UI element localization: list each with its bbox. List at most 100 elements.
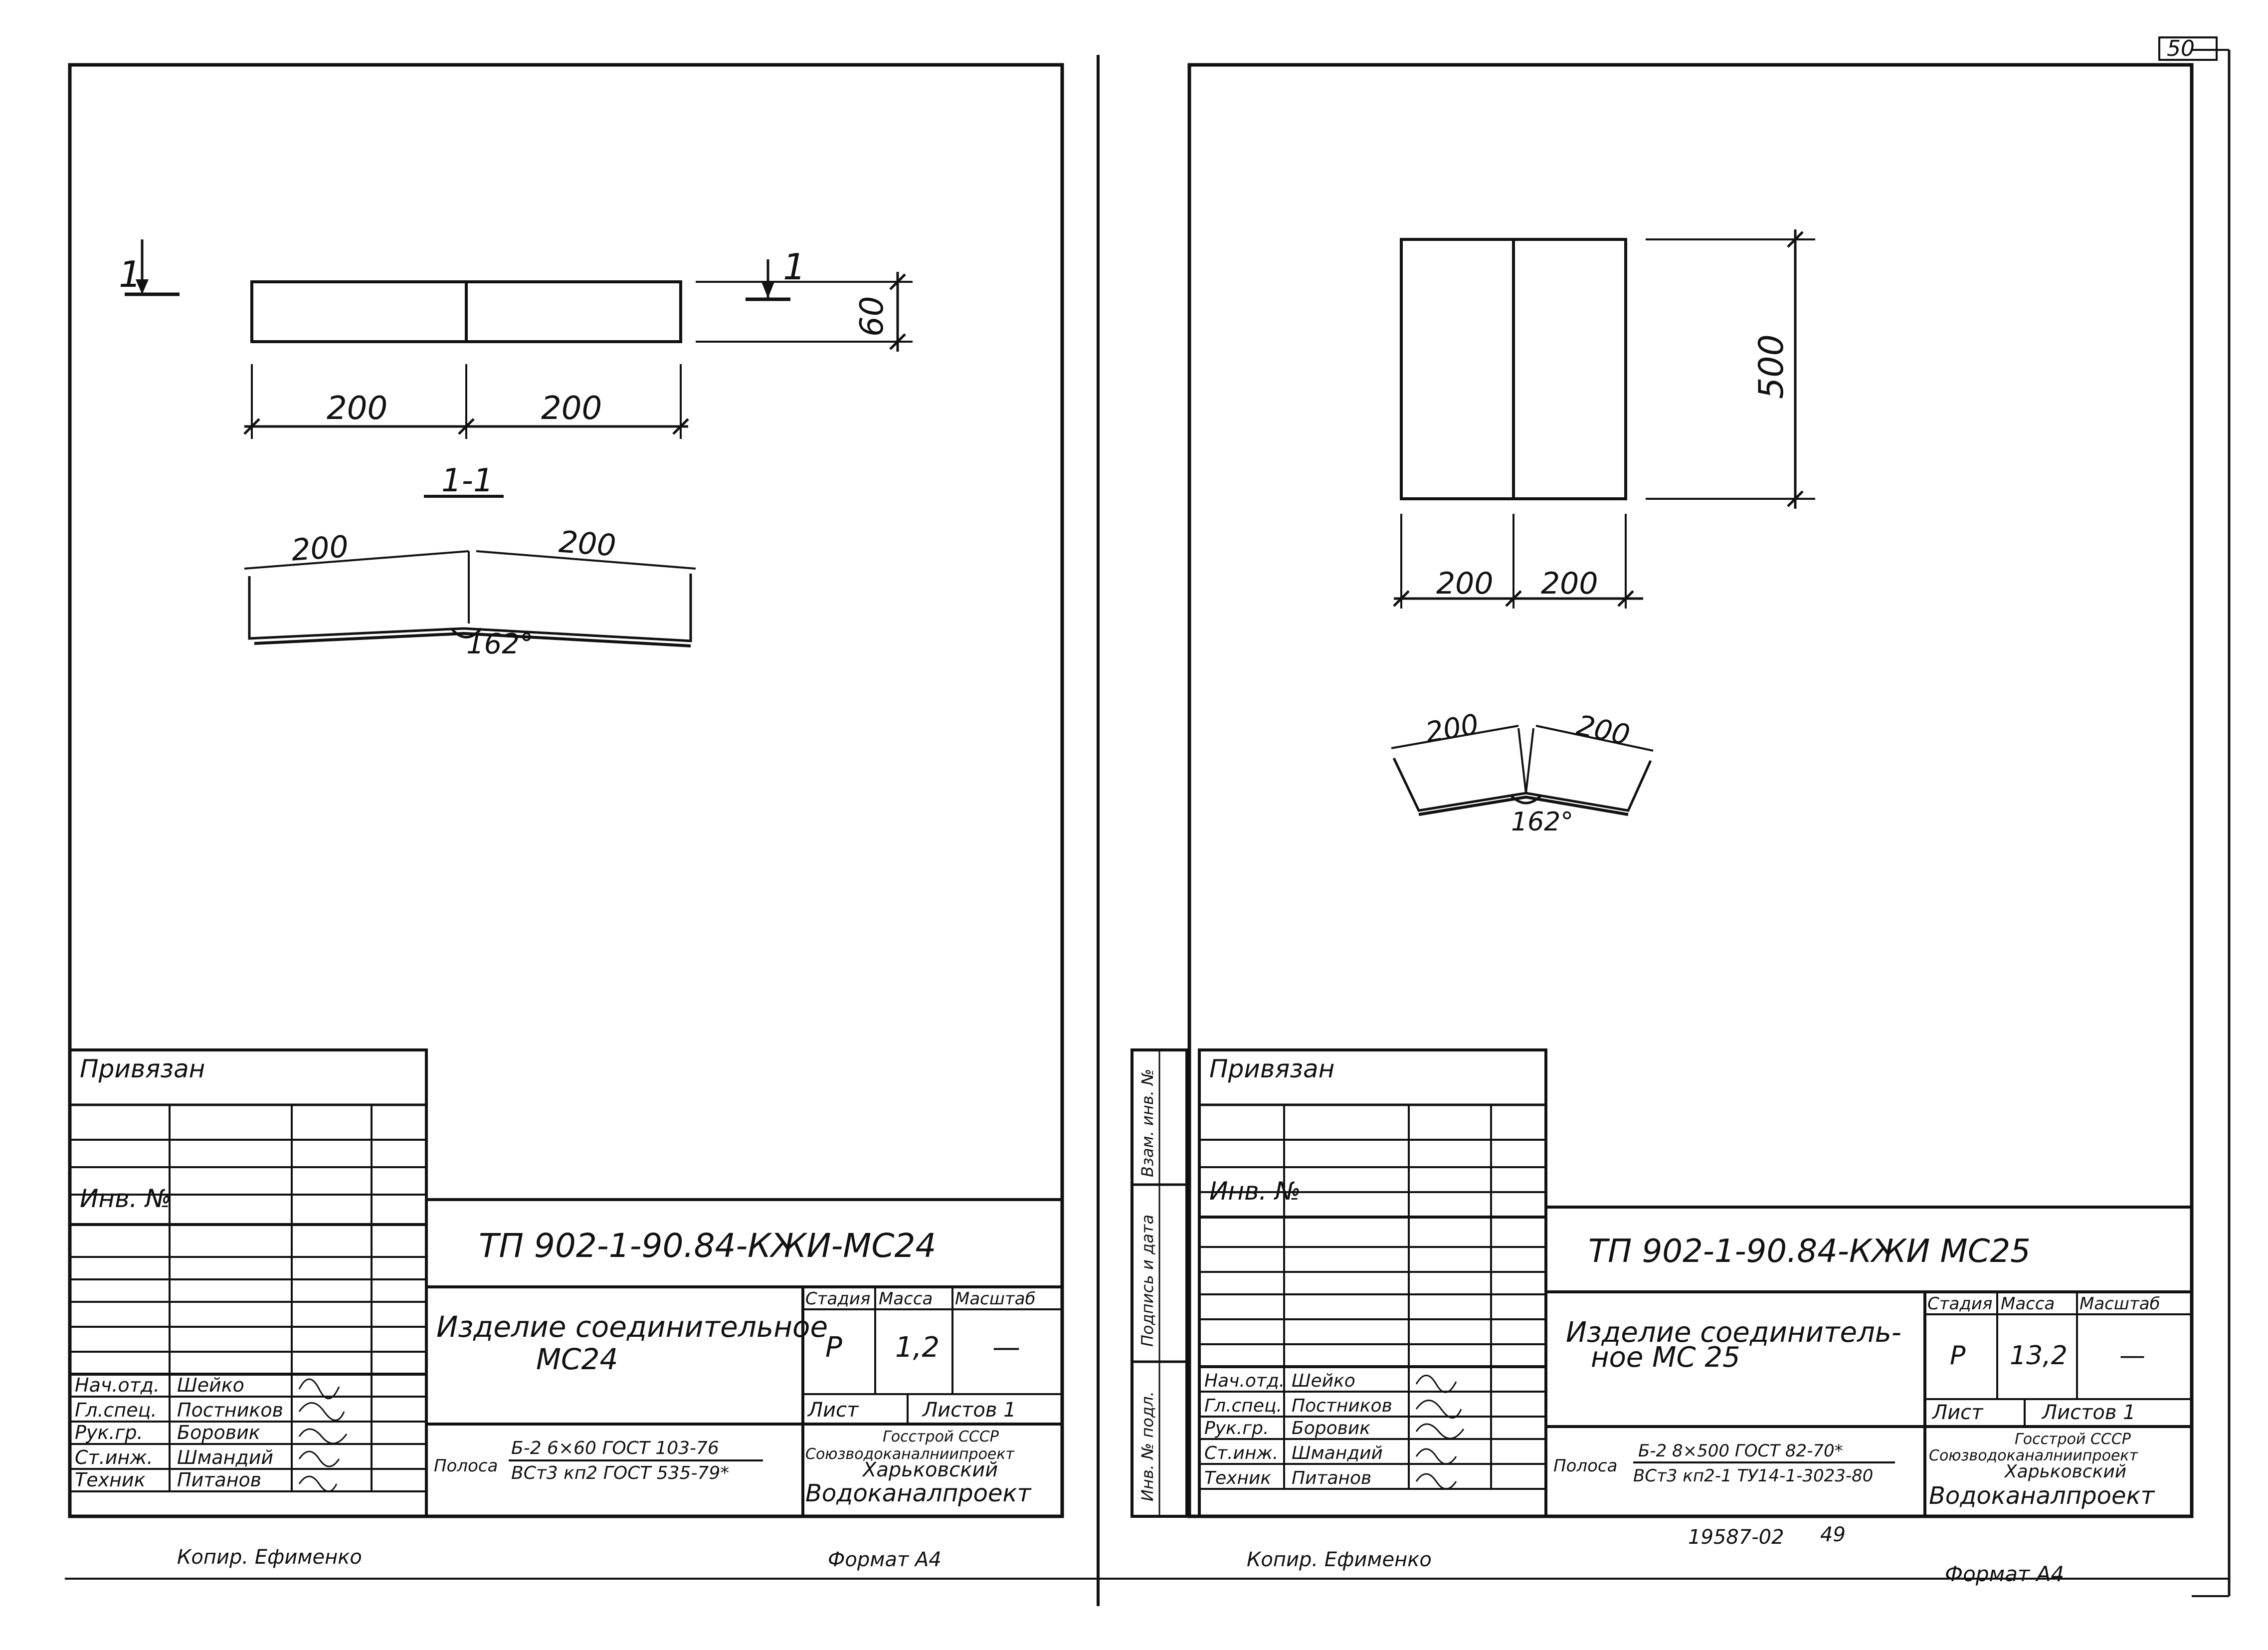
right-side-stamp-1: Взам. инв. № bbox=[1138, 1069, 1157, 1177]
archive-number: 19587-02 bbox=[1688, 1526, 1784, 1549]
left-stage: Р bbox=[825, 1331, 842, 1364]
right-code: ТП 902-1-90.84-КЖИ МС25 bbox=[1588, 1233, 2031, 1270]
left-org-line3: Харьковский bbox=[862, 1458, 998, 1481]
right-stage-header: Стадия bbox=[1927, 1294, 1992, 1314]
right-staff-name: Шмандий bbox=[1292, 1443, 1383, 1463]
left-bent-dim-left: 200 bbox=[290, 529, 350, 568]
right-staff-name: Шейко bbox=[1292, 1371, 1355, 1391]
right-staff-role: Нач.отд. bbox=[1204, 1371, 1285, 1391]
left-dim-right: 200 bbox=[541, 390, 602, 427]
right-org-line2: Союзводоканалниипроект bbox=[1929, 1447, 2139, 1464]
left-strip-plan: 1 60 200 200 bbox=[243, 246, 913, 439]
left-staff-name: Постников bbox=[177, 1399, 283, 1421]
right-binding-block: Привязан Инв. № Нач.отд. Шейко Гл.спец. … bbox=[1198, 1048, 1547, 1518]
right-staff-name: Постников bbox=[1292, 1396, 1392, 1416]
left-org-line1: Госстрой СССР bbox=[883, 1428, 999, 1445]
right-staff-role: Ст.инж. bbox=[1204, 1443, 1278, 1463]
right-org-line4: Водоканалпроект bbox=[1929, 1482, 2155, 1510]
left-title-line2: МС24 bbox=[536, 1342, 618, 1376]
left-section-mark: 1 bbox=[119, 239, 180, 296]
right-signatures bbox=[1415, 1375, 1465, 1490]
left-org-line4: Водоканалпроект bbox=[805, 1479, 1032, 1507]
left-staff-list: Нач.отд. Шейко Гл.спец. Постников Рук.гр… bbox=[75, 1374, 283, 1491]
right-staff-list: Нач.отд. Шейко Гл.спец. Постников Рук.гр… bbox=[1204, 1371, 1392, 1488]
left-staff-name: Питанов bbox=[177, 1469, 261, 1491]
right-bent-dim-left: 200 bbox=[1423, 708, 1482, 750]
right-material-top: Б-2 8×500 ГОСТ 82-70* bbox=[1638, 1441, 1843, 1461]
right-title-block: ТП 902-1-90.84-КЖИ МС25 Изделие соединит… bbox=[1544, 1206, 2193, 1518]
left-section-mark-label: 1 bbox=[119, 253, 142, 295]
left-code: ТП 902-1-90.84-КЖИ-МС24 bbox=[479, 1227, 936, 1265]
right-staff-role: Техник bbox=[1204, 1468, 1271, 1488]
left-section-title: 1-1 bbox=[441, 462, 494, 499]
left-staff-role: Гл.спец. bbox=[75, 1399, 157, 1421]
right-stage: Р bbox=[1950, 1341, 1966, 1371]
right-scale-header: Масштаб bbox=[2079, 1294, 2160, 1314]
left-title-line1: Изделие соединительное bbox=[436, 1310, 828, 1344]
right-dim-right: 200 bbox=[1541, 566, 1598, 601]
left-staff-name: Боровик bbox=[177, 1422, 260, 1444]
right-sheet-label: Лист bbox=[1931, 1401, 1984, 1424]
sheet-number: 50 bbox=[2167, 36, 2195, 61]
archive-page: 49 bbox=[1820, 1523, 1846, 1546]
right-copied-by: Копир. Ефименко bbox=[1247, 1548, 1432, 1571]
right-side-stamp-3: Инв. № подл. bbox=[1138, 1391, 1157, 1501]
right-bent-dim-right: 200 bbox=[1574, 709, 1633, 752]
left-mass-header: Масса bbox=[879, 1289, 933, 1309]
right-dim-left: 200 bbox=[1436, 566, 1494, 601]
left-sheets-label: Листов 1 bbox=[922, 1399, 1016, 1422]
right-angle: 162° bbox=[1511, 807, 1573, 837]
left-staff-name: Шейко bbox=[177, 1374, 244, 1396]
right-bound-label: Привязан bbox=[1209, 1054, 1334, 1083]
right-staff-name: Питанов bbox=[1292, 1468, 1371, 1488]
right-side-stamp-2: Подпись и дата bbox=[1138, 1215, 1157, 1347]
left-sheet-label: Лист bbox=[807, 1399, 859, 1422]
left-staff-name: Шмандий bbox=[177, 1446, 273, 1468]
left-bound-label: Привязан bbox=[80, 1054, 205, 1083]
right-staff-role: Рук.гр. bbox=[1204, 1418, 1269, 1439]
right-strip-plan: 500 200 200 bbox=[1393, 229, 1815, 609]
left-scale-header: Масштаб bbox=[955, 1289, 1036, 1309]
right-mass: 13,2 bbox=[2010, 1341, 2068, 1371]
right-org-line3: Харьковский bbox=[2004, 1461, 2126, 1482]
right-material-prefix: Полоса bbox=[1553, 1456, 1617, 1476]
right-title-line2: ное МС 25 bbox=[1591, 1341, 1740, 1374]
left-scale: — bbox=[992, 1331, 1020, 1364]
left-dim-left: 200 bbox=[327, 390, 387, 427]
right-dim-height: 500 bbox=[1752, 334, 1791, 399]
right-staff-name: Боровик bbox=[1292, 1418, 1370, 1439]
right-sheets-label: Листов 1 bbox=[2041, 1401, 2136, 1424]
left-section-1-1: 1-1 200 200 162° bbox=[244, 462, 696, 660]
right-title-line1: Изделие соединитель- bbox=[1566, 1316, 1901, 1349]
left-mass: 1,2 bbox=[895, 1331, 940, 1364]
left-binding-block: Привязан Инв. № Нач.отд. Шейко Гл.спец. … bbox=[68, 1048, 428, 1518]
left-staff-role: Ст.инж. bbox=[75, 1446, 153, 1468]
left-staff-role: Рук.гр. bbox=[75, 1422, 143, 1444]
right-sheet: 50 500 200 200 bbox=[1131, 36, 2231, 1597]
left-material-prefix: Полоса bbox=[434, 1456, 498, 1476]
right-scale: — bbox=[2119, 1341, 2145, 1371]
right-material-bottom: ВСт3 кп2-1 ТУ14-1-3023-80 bbox=[1633, 1466, 1873, 1486]
right-mass-header: Масса bbox=[2001, 1294, 2055, 1314]
left-sheet: 1 1 60 bbox=[68, 63, 1064, 1571]
right-inv-label: Инв. № bbox=[1209, 1177, 1301, 1206]
left-staff-role: Нач.отд. bbox=[75, 1374, 160, 1396]
left-staff-role: Техник bbox=[75, 1469, 146, 1491]
left-material-bottom: ВСт3 кп2 ГОСТ 535-79* bbox=[511, 1463, 729, 1483]
left-dim-height: 60 bbox=[854, 296, 891, 337]
right-staff-role: Гл.спец. bbox=[1204, 1396, 1282, 1416]
left-org-line2: Союзводоканалниипроект bbox=[805, 1445, 1015, 1463]
left-stage-header: Стадия bbox=[805, 1289, 870, 1309]
left-signatures bbox=[298, 1378, 348, 1492]
left-material-top: Б-2 6×60 ГОСТ 103-76 bbox=[511, 1438, 719, 1458]
left-inv-label: Инв. № bbox=[80, 1184, 171, 1213]
right-org-line1: Госстрой СССР bbox=[2015, 1431, 2131, 1448]
right-format: Формат А4 bbox=[1945, 1562, 2064, 1586]
left-format: Формат А4 bbox=[828, 1548, 942, 1571]
left-copied-by: Копир. Ефименко bbox=[177, 1546, 362, 1569]
left-bent-dim-right: 200 bbox=[558, 525, 617, 564]
left-title-block: ТП 902-1-90.84-КЖИ-МС24 Изделие соединит… bbox=[425, 1198, 1064, 1518]
right-side-stamp: Взам. инв. № Подпись и дата Инв. № подл. bbox=[1131, 1048, 1188, 1518]
right-bent-view: 200 200 162° bbox=[1391, 708, 1654, 837]
